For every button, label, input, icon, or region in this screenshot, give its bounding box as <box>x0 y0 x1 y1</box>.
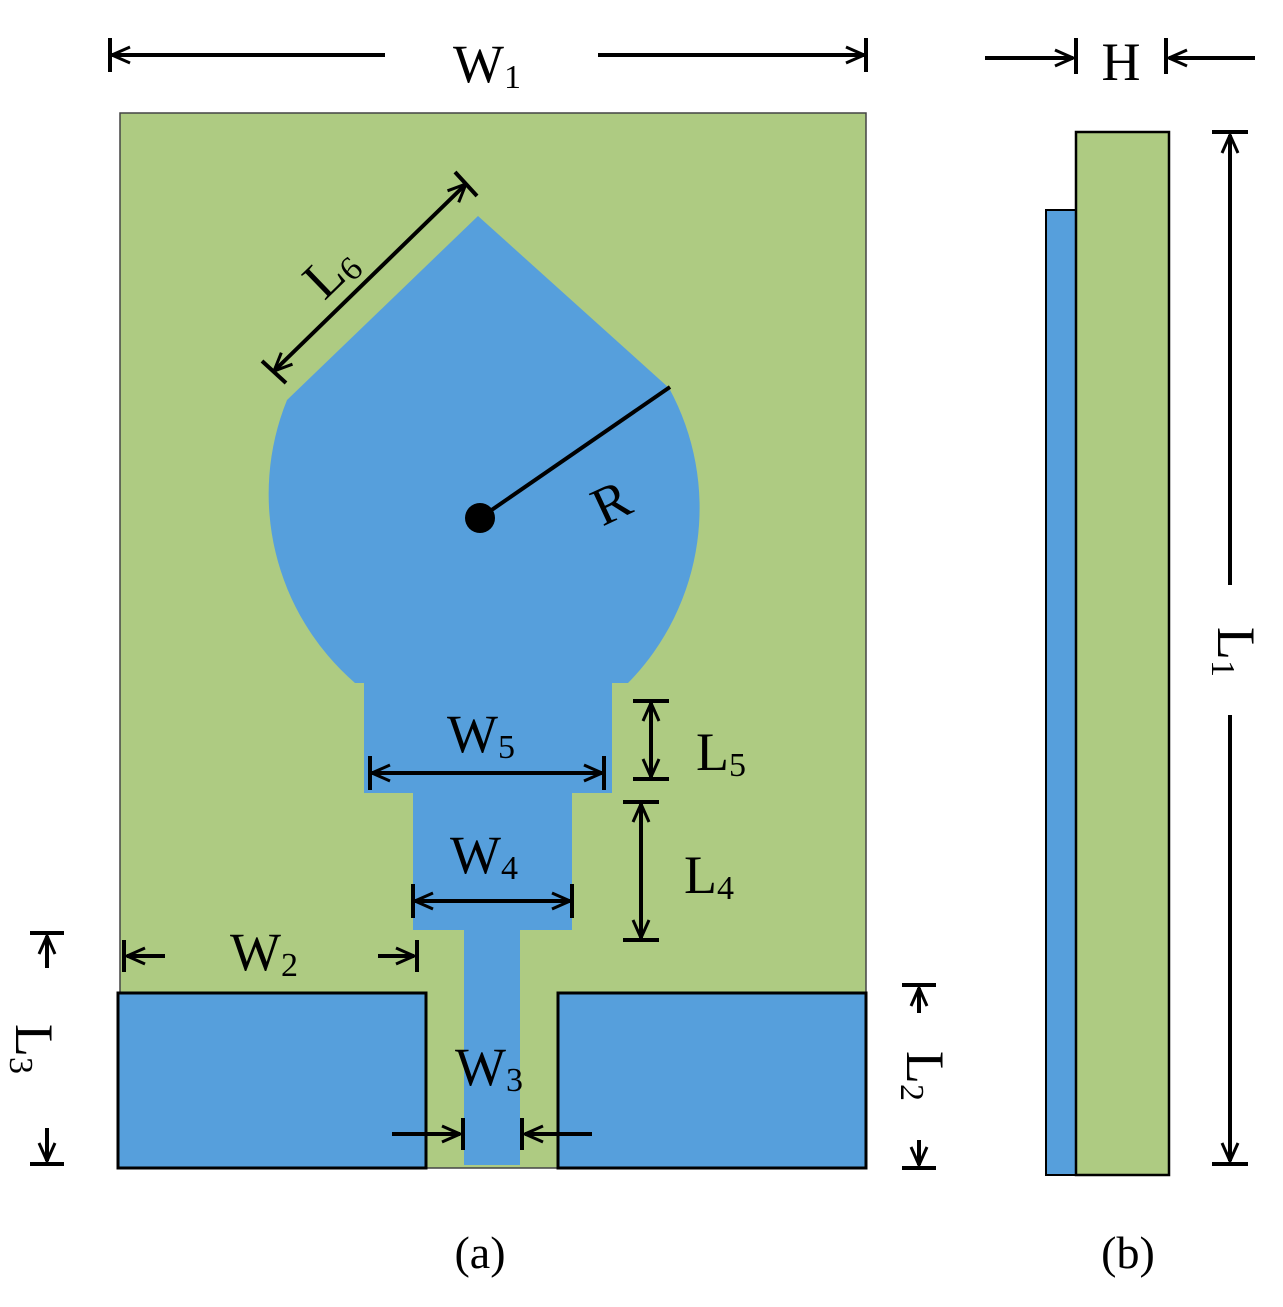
dim-L5 <box>633 699 669 781</box>
dim-L3 <box>30 931 64 1166</box>
label-H: H <box>1102 32 1141 92</box>
dim-L1 <box>1212 130 1248 1166</box>
dim-W2 <box>122 940 419 972</box>
side-view: H L1 (b) <box>985 32 1266 1278</box>
ground-plane-right <box>556 991 868 1170</box>
label-L3: L3 <box>2 1024 64 1074</box>
substrate-side <box>1074 130 1171 1177</box>
dim-L4 <box>623 800 659 942</box>
label-W1: W1 <box>453 34 521 96</box>
dim-L2 <box>902 983 936 1170</box>
ground-plane-left <box>116 991 428 1170</box>
dim-L6 <box>260 170 479 385</box>
caption-a: (a) <box>454 1227 505 1278</box>
label-L1: L1 <box>1204 627 1266 677</box>
label-W4: W4 <box>450 825 518 887</box>
label-L4: L4 <box>684 845 734 907</box>
radiating-patch <box>268 216 700 1165</box>
dim-W4 <box>411 884 574 918</box>
label-L2: L2 <box>893 1051 955 1101</box>
label-L5: L5 <box>696 722 746 784</box>
patch-center-dot <box>465 503 495 533</box>
dim-W3 <box>392 1118 592 1150</box>
front-view: R W1 L6 W5 W4 <box>2 34 955 1278</box>
dim-H <box>985 38 1255 74</box>
dim-W5 <box>368 756 606 790</box>
label-W5: W5 <box>447 704 515 766</box>
metal-layer-side <box>1045 209 1077 1176</box>
caption-b: (b) <box>1101 1227 1155 1278</box>
label-W3: W3 <box>455 1037 523 1099</box>
radius-line <box>478 385 672 520</box>
label-W2: W2 <box>230 922 298 984</box>
